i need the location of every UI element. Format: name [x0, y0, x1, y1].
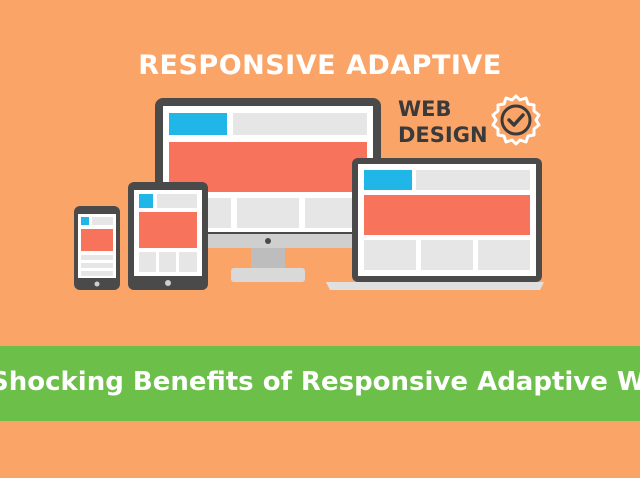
banner-title: Shocking Benefits of Responsive Adaptive…	[0, 367, 640, 397]
web-design-label: WEB DESIGN	[398, 96, 488, 148]
laptop-icon	[326, 158, 544, 290]
title-banner: Shocking Benefits of Responsive Adaptive…	[0, 346, 640, 421]
design-label: DESIGN	[398, 123, 488, 147]
phone-icon	[74, 206, 120, 290]
checkmark-seal-icon	[491, 94, 541, 146]
headline-title: RESPONSIVE ADAPTIVE	[138, 50, 502, 81]
tablet-icon	[128, 182, 208, 290]
web-label: WEB	[398, 97, 452, 121]
